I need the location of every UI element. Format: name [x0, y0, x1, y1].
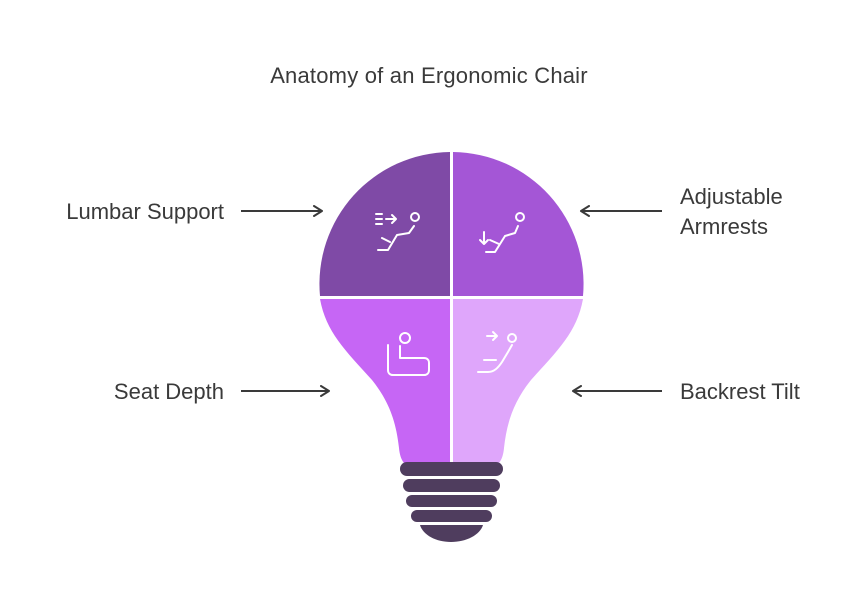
segment-backrest-tilt — [453, 299, 583, 468]
bulb-base — [400, 462, 503, 542]
label-seat-depth-line-1: Seat Depth — [113, 379, 224, 404]
segment-seat-depth — [320, 299, 450, 468]
segment-adjustable-armrests — [453, 152, 584, 296]
label-seat-depth: Seat Depth — [114, 377, 224, 407]
label-lumbar-support-line-1: Lumbar Support — [66, 199, 224, 224]
backrest-tilt-icon — [477, 331, 517, 373]
lumbar-support-icon — [375, 212, 420, 251]
seat-depth-icon — [387, 332, 430, 376]
label-adjustable-armrests: Adjustable Armrests — [680, 182, 783, 242]
segment-lumbar-support — [319, 152, 450, 296]
label-adjustable-armrests-line-2: Armrests — [680, 214, 768, 239]
armrest-adjust-icon — [479, 212, 525, 253]
diagram-title: Anatomy of an Ergonomic Chair — [270, 63, 588, 88]
label-backrest-tilt-line-1: Backrest Tilt — [680, 379, 800, 404]
label-lumbar-support: Lumbar Support — [66, 197, 224, 227]
label-adjustable-armrests-line-1: Adjustable — [680, 184, 783, 209]
label-backrest-tilt: Backrest Tilt — [680, 377, 800, 407]
